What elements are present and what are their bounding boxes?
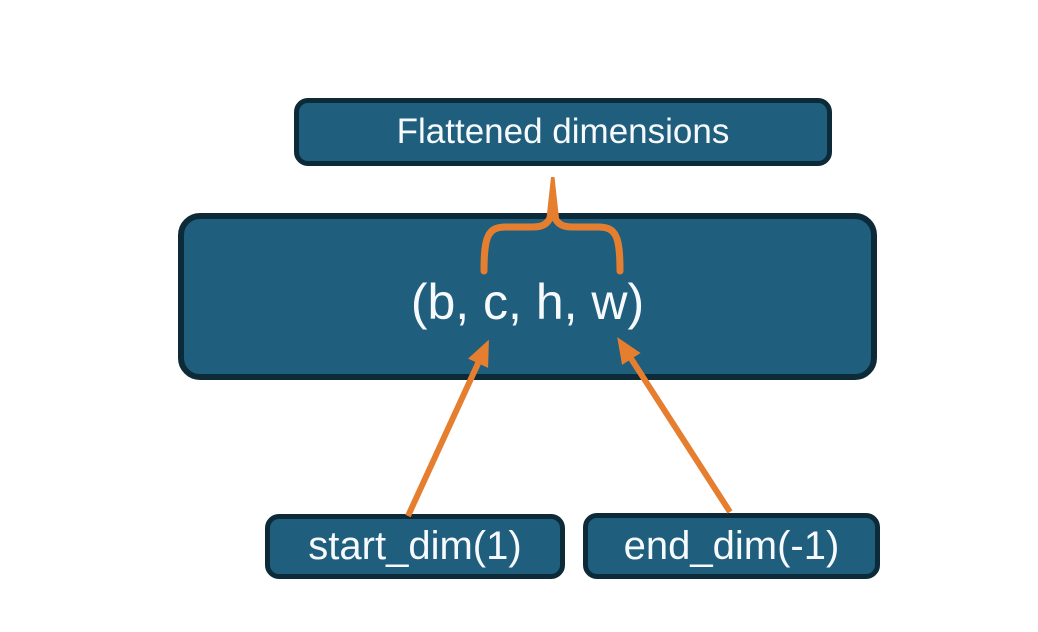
start-dim-label: start_dim(1) [308, 524, 522, 568]
flattened-dimensions-box: Flattened dimensions [294, 98, 832, 166]
tensor-shape-label: (b, c, h, w) [410, 273, 645, 330]
brace-spike-icon [546, 177, 559, 218]
tensor-shape-box: (b, c, h, w) [178, 213, 877, 380]
end-dim-label: end_dim(-1) [623, 523, 840, 568]
end-dim-box: end_dim(-1) [583, 513, 880, 579]
flattened-dimensions-label: Flattened dimensions [396, 112, 730, 151]
start-dim-box: start_dim(1) [265, 514, 565, 579]
